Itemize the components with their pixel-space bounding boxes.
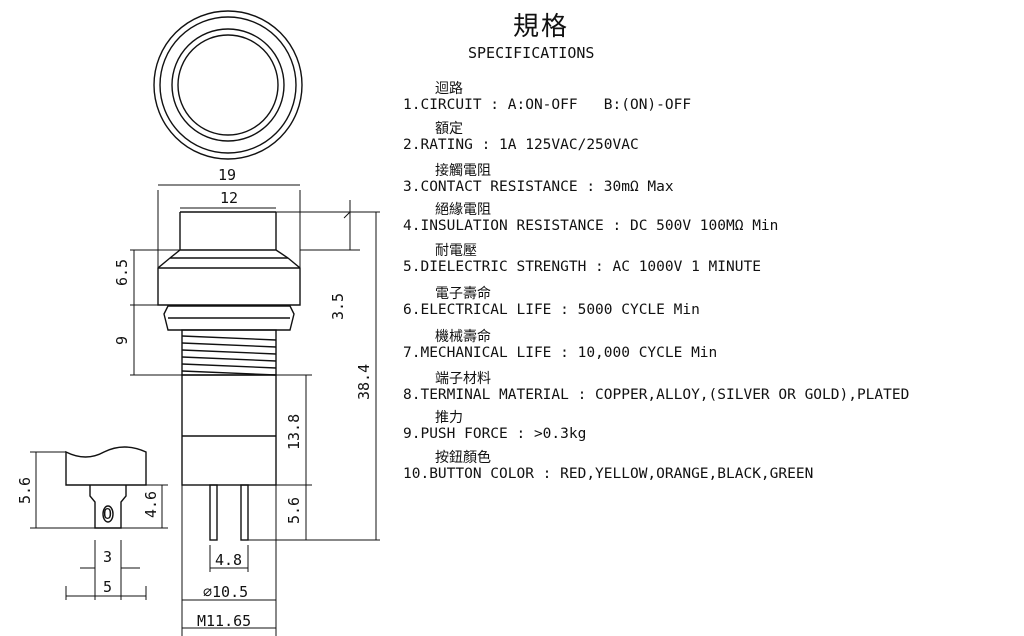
spec-label-cn: 端子材料	[435, 371, 491, 387]
dim-terminal-5-6: 5.6	[16, 477, 34, 504]
side-view	[157, 211, 301, 541]
spec-label-cn: 迴路	[435, 81, 463, 97]
spec-text: 10.BUTTON COLOR : RED,YELLOW,ORANGE,BLAC…	[403, 466, 814, 482]
spec-label-cn: 額定	[435, 121, 463, 137]
dim-5-6-side: 5.6	[285, 497, 303, 524]
dim-m11-65: M11.65	[197, 612, 251, 630]
spec-text: 7.MECHANICAL LIFE : 10,000 CYCLE Min	[403, 345, 718, 361]
spec-text: 1.CIRCUIT : A:ON-OFF B:(ON)-OFF	[403, 97, 692, 113]
spec-label-cn: 絕緣電阻	[435, 202, 491, 218]
dim-3-5: 3.5	[329, 293, 347, 320]
spec-text: 6.ELECTRICAL LIFE : 5000 CYCLE Min	[403, 302, 700, 318]
title-chinese: 規格	[513, 12, 570, 42]
terminal-hole-label: O	[103, 505, 112, 523]
terminal-detail	[65, 446, 147, 529]
spec-label-cn: 接觸電阻	[435, 163, 491, 179]
spec-label-cn: 電子壽命	[435, 286, 491, 302]
spec-text: 2.RATING : 1A 125VAC/250VAC	[403, 137, 639, 153]
spec-text: 9.PUSH FORCE : >0.3kg	[403, 426, 587, 442]
spec-label-cn: 推力	[435, 410, 463, 426]
title-english: SPECIFICATIONS	[468, 44, 595, 62]
dim-38-4: 38.4	[355, 364, 373, 400]
dim-12: 12	[220, 189, 238, 207]
spec-label-cn: 按鈕顏色	[435, 450, 491, 466]
spec-text: 4.INSULATION RESISTANCE : DC 500V 100MΩ …	[403, 218, 779, 234]
dim-9: 9	[113, 336, 131, 345]
dim-terminal-5: 5	[103, 578, 112, 596]
dim-terminal-4-6: 4.6	[142, 491, 160, 518]
top-view	[153, 10, 303, 160]
dim-6-5: 6.5	[113, 259, 131, 286]
specifications-panel: 規格 SPECIFICATIONS 迴路 1.CIRCUIT : A:ON-OF…	[400, 0, 1024, 636]
spec-text: 3.CONTACT RESISTANCE : 30mΩ Max	[403, 179, 674, 195]
spec-label-cn: 耐電壓	[435, 243, 477, 259]
dim-4-8: 4.8	[215, 551, 242, 569]
dim-10-5: ⌀10.5	[203, 583, 248, 601]
spec-text: 5.DIELECTRIC STRENGTH : AC 1000V 1 MINUT…	[403, 259, 761, 275]
dim-terminal-3: 3	[103, 548, 112, 566]
spec-label-cn: 機械壽命	[435, 329, 491, 345]
switch-drawing: 19 12 6.5 9 3.5 38.4 13.8 5.6 4.8 ⌀10.5 …	[16, 10, 380, 636]
dim-19: 19	[218, 166, 236, 184]
dimension-labels: 19 12 6.5 9 3.5 38.4 13.8 5.6 4.8 ⌀10.5 …	[16, 166, 373, 630]
dimension-lines	[30, 184, 380, 636]
dim-13-8: 13.8	[285, 414, 303, 450]
spec-text: 8.TERMINAL MATERIAL : COPPER,ALLOY,(SILV…	[403, 387, 910, 403]
